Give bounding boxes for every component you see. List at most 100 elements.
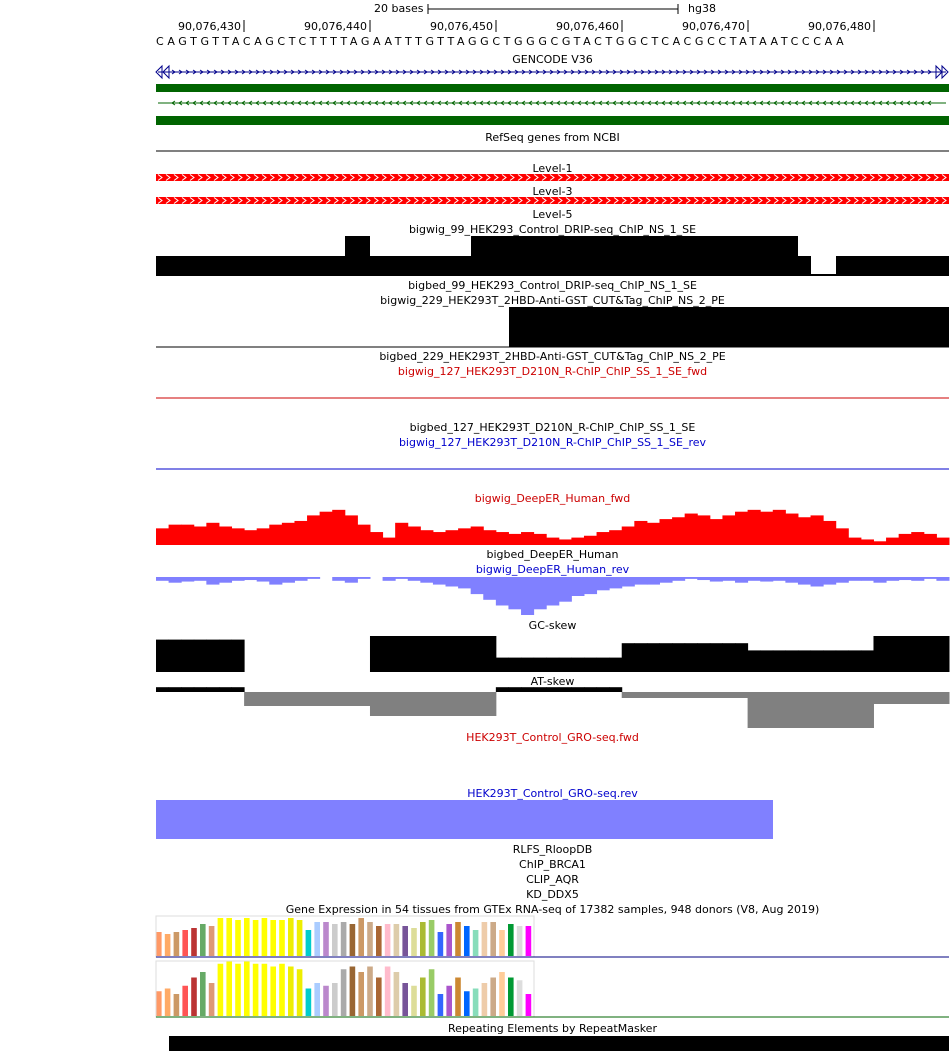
gtex-tissue-bar xyxy=(437,994,444,1016)
gtex-tissue-bar xyxy=(525,926,532,956)
position-label-5: 90,076,470 xyxy=(682,20,745,33)
deeper-rev-bar xyxy=(458,577,472,589)
at-skew-bar xyxy=(747,692,761,728)
gtex-tissue-bar xyxy=(446,924,452,956)
gtex-tissue-bar xyxy=(270,966,276,1016)
track-label-gencode[interactable]: GENCODE V36 xyxy=(512,53,593,66)
deeper-fwd-bar xyxy=(709,519,723,545)
level3-bar[interactable] xyxy=(156,197,949,204)
at-skew-bar xyxy=(697,692,711,698)
gtex-tissue-bar xyxy=(226,918,232,956)
track-label-bigbed99[interactable]: bigbed_99_HEK293_Control_DRIP-seq_ChIP_N… xyxy=(408,279,697,292)
track-label-bigwig127-fwd[interactable]: bigwig_127_HEK293T_D210N_R-ChIP_ChIP_SS_… xyxy=(397,365,708,378)
deeper-rev-bar xyxy=(533,577,547,610)
gtex-tissue-bar xyxy=(499,972,505,1016)
deeper-fwd-bar xyxy=(218,526,233,545)
deeper-fwd-signal[interactable] xyxy=(156,509,950,545)
track-label-deeper-bed[interactable]: bigbed_DeepER_Human xyxy=(486,548,619,561)
gtex-tissue-bar xyxy=(305,988,312,1016)
track-label-level1[interactable]: Level-1 xyxy=(532,162,573,175)
gtex-tissue-bar xyxy=(296,920,303,956)
gc-skew-signal[interactable] xyxy=(156,636,950,672)
gtex-tissue-bar xyxy=(226,961,232,1016)
gc-skew-bar xyxy=(873,636,887,672)
track-label-rlfs[interactable]: RLFS_RloopDB xyxy=(512,843,593,856)
at-skew-signal[interactable] xyxy=(156,687,950,728)
track-label-bigwig99[interactable]: bigwig_99_HEK293_Control_DRIP-seq_ChIP_N… xyxy=(408,223,697,236)
deeper-rev-bar xyxy=(596,577,610,591)
deeper-rev-bar xyxy=(558,577,572,602)
gtex-tissue-bar xyxy=(437,932,444,956)
gtex-tissue-bar xyxy=(182,930,188,956)
track-label-refseq[interactable]: RefSeq genes from NCBI xyxy=(485,131,620,144)
scale-label: 20 bases xyxy=(374,2,424,15)
gro-rev-signal[interactable] xyxy=(156,800,773,839)
at-skew-bar xyxy=(571,687,585,692)
track-label-gro-rev[interactable]: HEK293T_Control_GRO-seq.rev xyxy=(467,787,638,800)
track-label-clip-aqr[interactable]: CLIP_AQR xyxy=(526,873,579,886)
gtex-tissue-bar xyxy=(393,924,400,956)
gtex-tissue-bar xyxy=(314,922,320,956)
drip99-signal[interactable] xyxy=(156,236,949,276)
gtex-tissue-bar xyxy=(376,926,382,956)
gencode-gene-models[interactable] xyxy=(155,64,949,125)
track-label-gro-fwd[interactable]: HEK293T_Control_GRO-seq.fwd xyxy=(466,731,639,744)
track-label-deeper-fwd[interactable]: bigwig_DeepER_Human_fwd xyxy=(474,492,631,505)
gc-skew-bar xyxy=(445,636,459,672)
deeper-fwd-bar xyxy=(873,541,887,545)
deeper-fwd-bar xyxy=(432,532,447,545)
deeper-fwd-bar xyxy=(344,515,358,545)
deeper-fwd-bar xyxy=(860,539,874,545)
deeper-rev-bar xyxy=(583,577,598,595)
deeper-fwd-bar xyxy=(193,526,207,545)
gtex-tissue-bar xyxy=(349,924,356,956)
track-label-bigwig229[interactable]: bigwig_229_HEK293T_2HBD-Anti-GST_CUT&Tag… xyxy=(380,294,725,307)
deeper-rev-bar xyxy=(332,577,346,581)
at-skew-bar xyxy=(797,692,812,728)
deeper-rev-bar xyxy=(407,577,421,581)
gtex-tissue-bar xyxy=(446,985,452,1016)
track-label-level3[interactable]: Level-3 xyxy=(532,185,573,198)
track-label-chip-brca1[interactable]: ChIP_BRCA1 xyxy=(519,858,586,871)
gtex-tissue-bar xyxy=(173,994,180,1016)
gtex-tissue-bar xyxy=(376,977,382,1016)
deeper-fwd-bar xyxy=(672,517,686,545)
deeper-rev-bar xyxy=(810,577,824,587)
level1-bar[interactable] xyxy=(156,174,949,181)
gtex-tissue-bar xyxy=(393,972,400,1016)
track-label-level5[interactable]: Level-5 xyxy=(532,208,573,221)
deeper-rev-bar xyxy=(785,577,799,583)
track-label-gtex[interactable]: Gene Expression in 54 tissues from GTEx … xyxy=(285,903,820,916)
at-skew-bar xyxy=(546,687,560,692)
gc-skew-bar xyxy=(709,643,723,672)
deeper-rev-bar xyxy=(621,577,635,587)
at-skew-bar xyxy=(936,692,950,704)
track-label-at-skew[interactable]: AT-skew xyxy=(530,675,575,688)
gtex-tissue-bar xyxy=(252,920,259,956)
deeper-rev-bar xyxy=(672,577,686,581)
gtex-tissue-bar xyxy=(235,920,241,956)
track-label-bigwig127-rev[interactable]: bigwig_127_HEK293T_D210N_R-ChIP_ChIP_SS_… xyxy=(398,436,707,449)
gtex-tissue-bar xyxy=(200,924,206,956)
at-skew-bar xyxy=(319,692,333,706)
deeper-fwd-bar xyxy=(294,520,308,545)
deeper-fwd-bar xyxy=(445,530,459,545)
gtex-tissue-bar xyxy=(358,918,364,956)
at-skew-bar xyxy=(307,692,321,706)
repeatmasker-bar[interactable] xyxy=(169,1036,949,1051)
gtex-tissue-bar xyxy=(261,918,268,956)
gtex-expression-bars[interactable] xyxy=(155,915,535,1018)
deeper-rev-signal[interactable] xyxy=(156,577,950,615)
gtex-tissue-bar xyxy=(235,963,241,1016)
track-label-bigbed229[interactable]: bigbed_229_HEK293T_2HBD-Anti-GST_CUT&Tag… xyxy=(379,350,726,363)
track-label-kd-ddx5[interactable]: KD_DDX5 xyxy=(526,888,579,901)
track-label-bigbed127[interactable]: bigbed_127_HEK293T_D210N_R-ChIP_ChIP_SS_… xyxy=(409,421,696,434)
gtex-tissue-bar xyxy=(156,991,162,1016)
track-label-gc-skew[interactable]: GC-skew xyxy=(528,619,577,632)
cuttag229-signal[interactable] xyxy=(156,307,949,348)
at-skew-bar xyxy=(835,692,849,728)
track-label-deeper-rev[interactable]: bigwig_DeepER_Human_rev xyxy=(475,563,630,576)
deeper-fwd-bar xyxy=(747,509,761,545)
track-label-repeatmasker[interactable]: Repeating Elements by RepeatMasker xyxy=(448,1022,657,1035)
